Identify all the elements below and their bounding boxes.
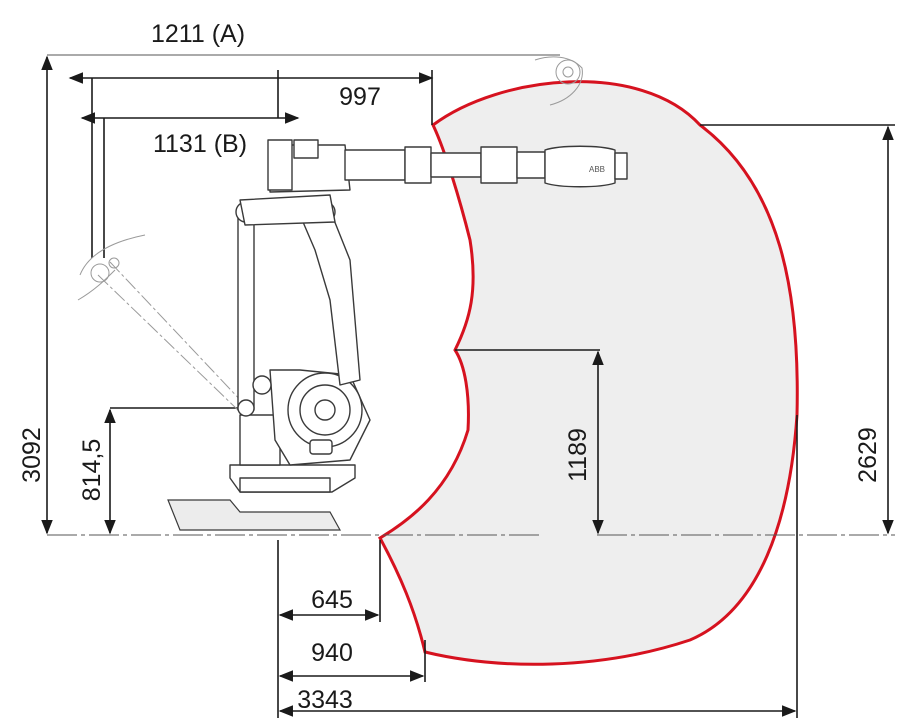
tool-flange: [614, 152, 628, 180]
abb-logo: ABB: [589, 165, 605, 174]
link-pivot: [237, 399, 255, 417]
label-3092: 3092: [18, 427, 46, 483]
label-1131-b: 1131 (B): [153, 130, 247, 158]
base-ring-teeth: [239, 477, 331, 493]
base-platform: [167, 499, 342, 531]
lower-pivot: [252, 375, 272, 395]
label-997: 997: [339, 83, 381, 111]
label-3343: 3343: [297, 686, 353, 714]
forearm-tube: [430, 152, 482, 178]
tie-bar: [239, 194, 336, 226]
wrist-collar: [480, 146, 518, 184]
parallel-link: [237, 214, 255, 411]
motor-housing: [239, 414, 281, 466]
working-envelope: [377, 80, 799, 666]
label-2629: 2629: [854, 427, 882, 483]
counterweight: [267, 139, 293, 191]
forearm-collar: [404, 146, 432, 184]
label-645: 645: [311, 586, 353, 614]
motor-cap: [293, 139, 319, 159]
lower-arm: [299, 209, 361, 386]
forearm-root: [344, 149, 406, 181]
robot-body: ABB: [167, 139, 628, 531]
label-1211-a: 1211 (A): [151, 20, 245, 48]
label-1189: 1189: [564, 428, 592, 482]
label-814: 814,5: [78, 439, 106, 502]
wrist-joint: [516, 151, 546, 179]
cable-plate: [309, 439, 333, 455]
wrist-housing: [544, 145, 616, 188]
label-940: 940: [311, 639, 353, 667]
ghost-arm-pose: [77, 56, 583, 413]
